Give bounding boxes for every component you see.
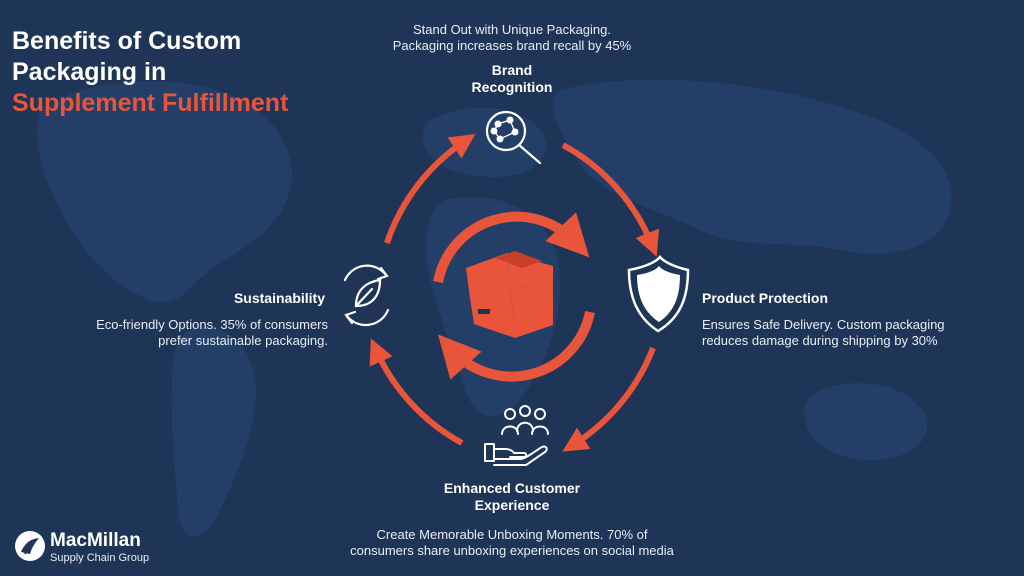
logo-mark-icon — [15, 531, 45, 561]
protection-desc-line-1: Ensures Safe Delivery. Custom packaging — [702, 317, 945, 332]
page-title: Benefits of Custom Packaging in Suppleme… — [12, 26, 372, 119]
recycle-leaf-icon — [343, 264, 390, 327]
experience-desc-line-2: consumers share unboxing experiences on … — [350, 543, 674, 558]
brand-recognition-heading: Brand Recognition — [432, 62, 592, 96]
logo-name: MacMillan — [50, 530, 141, 551]
shield-icon — [627, 255, 690, 333]
arrow-sustainability-to-brand — [384, 134, 476, 244]
magnifier-network-icon — [485, 110, 542, 165]
product-protection-description: Ensures Safe Delivery. Custom packaging … — [702, 317, 1002, 349]
inner-arrow-bottom — [437, 310, 595, 382]
brand-heading-line-2: Recognition — [471, 79, 553, 95]
title-line-1: Benefits of Custom — [12, 27, 242, 55]
arrow-experience-to-sustainability — [369, 338, 464, 446]
sustainability-desc-line-1: Eco-friendly Options. 35% of consumers — [96, 317, 328, 332]
product-protection-heading: Product Protection — [702, 290, 829, 306]
protection-desc-line-2: reduces damage during shipping by 30% — [702, 333, 938, 348]
experience-desc-line-1: Create Memorable Unboxing Moments. 70% o… — [376, 527, 648, 542]
customer-experience-description: Create Memorable Unboxing Moments. 70% o… — [302, 527, 722, 559]
customer-experience-heading: Enhanced Customer Experience — [412, 480, 612, 514]
brand-recognition-description: Stand Out with Unique Packaging. Packagi… — [362, 22, 662, 54]
brand-desc-line-1: Stand Out with Unique Packaging. — [412, 22, 611, 37]
title-line-3: Supplement Fulfillment — [12, 89, 289, 117]
experience-heading-line-2: Experience — [474, 497, 550, 513]
package-box-icon — [466, 251, 553, 338]
sustainability-heading: Sustainability — [233, 290, 325, 306]
brand-heading-line-1: Brand — [491, 62, 533, 78]
sustainability-description: Eco-friendly Options. 35% of consumers p… — [40, 317, 328, 349]
arrow-brand-to-protection — [561, 142, 659, 257]
arrow-protection-to-experience — [562, 346, 656, 452]
experience-heading-line-1: Enhanced Customer — [443, 480, 581, 496]
sustainability-desc-line-2: prefer sustainable packaging. — [158, 333, 328, 348]
title-line-2: Packaging in — [12, 58, 167, 86]
company-logo: MacMillan Supply Chain Group — [14, 530, 204, 570]
logo-subtitle: Supply Chain Group — [50, 552, 150, 564]
hand-people-icon — [484, 405, 549, 466]
inner-arrow-top — [433, 211, 590, 283]
brand-desc-line-2: Packaging increases brand recall by 45% — [392, 38, 632, 53]
